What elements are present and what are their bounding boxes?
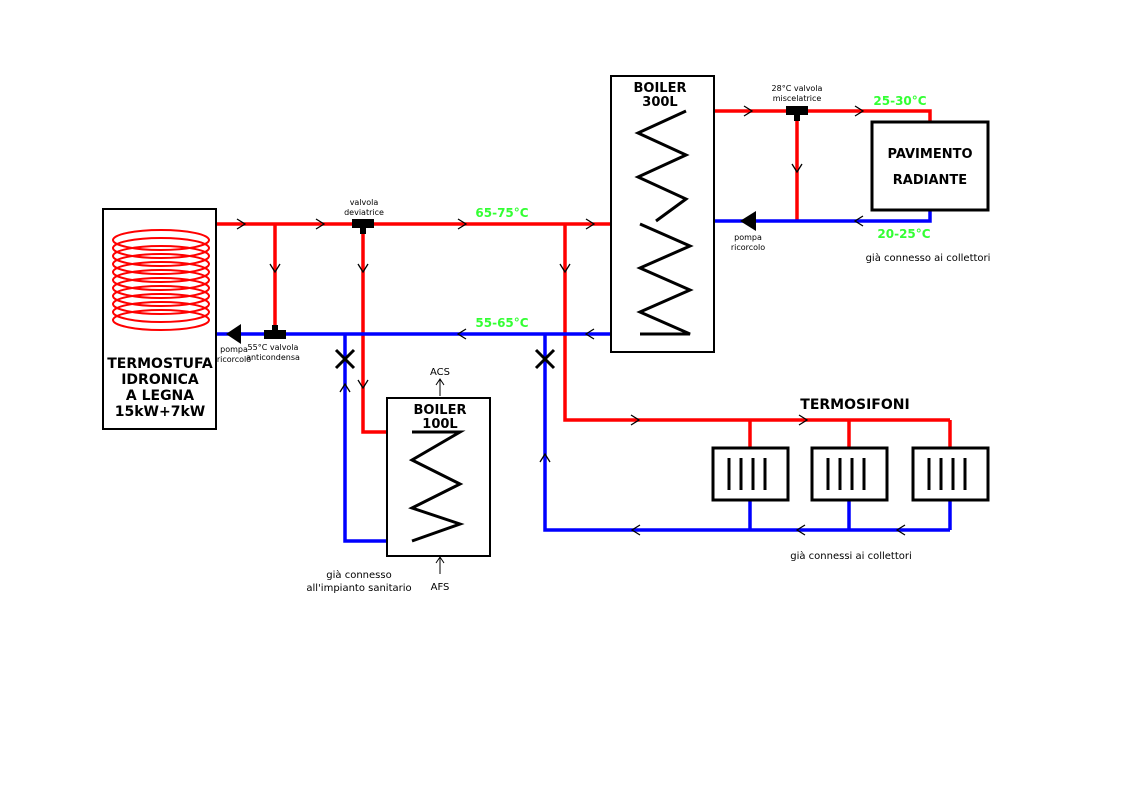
boiler100-label-1: BOILER bbox=[414, 403, 467, 418]
boiler300-label-1: BOILER bbox=[634, 81, 687, 96]
mixing-label-1: 28°C valvola bbox=[772, 84, 823, 93]
temp-floor-return: 20-25°C bbox=[877, 227, 930, 241]
radiators-supply-pipe bbox=[563, 224, 950, 422]
stove-coil-icon bbox=[112, 229, 210, 331]
floor-heating: PAVIMENTO RADIANTE bbox=[870, 120, 990, 212]
mixing-label-2: miscelatrice bbox=[773, 94, 822, 103]
diverter-label-2: deviatrice bbox=[344, 208, 384, 217]
acs-label: ACS bbox=[430, 367, 450, 378]
boiler300-label-2: 300L bbox=[642, 95, 677, 110]
floor-pump-icon bbox=[740, 211, 756, 231]
radiators-return-pipe bbox=[543, 334, 950, 532]
stove-label-4: 15kW+7kW bbox=[115, 404, 205, 420]
closed-valve-radiators bbox=[534, 348, 556, 370]
wood-stove: TERMOSTUFA IDRONICA A LEGNA 15kW+7kW bbox=[102, 208, 217, 430]
floor-label-2: RADIANTE bbox=[893, 173, 967, 188]
anticondensa-label-1: 55°C valvola bbox=[248, 343, 299, 352]
diverter-label-1: valvola bbox=[350, 198, 379, 207]
boiler300-upper-coil bbox=[634, 109, 690, 223]
cold-pipes bbox=[216, 210, 952, 543]
stove-label-3: A LEGNA bbox=[126, 388, 194, 404]
radiator-3 bbox=[911, 446, 990, 502]
boiler300-lower-coil bbox=[636, 222, 694, 336]
floor-pump-label-1: pompa bbox=[734, 233, 762, 242]
floor-label-1: PAVIMENTO bbox=[887, 147, 972, 162]
mixing-valve bbox=[786, 106, 808, 121]
anticondensa-label-2: anticondensa bbox=[246, 353, 300, 362]
boiler-100l: BOILER 100L bbox=[386, 397, 491, 557]
closed-valve-boiler100 bbox=[334, 348, 356, 370]
stove-pump-icon bbox=[226, 324, 241, 344]
radiator-2 bbox=[810, 446, 889, 502]
temp-floor-supply: 25-30°C bbox=[873, 94, 926, 108]
radiators-title: TERMOSIFONI bbox=[800, 397, 909, 413]
closed-valves bbox=[334, 348, 556, 370]
radiator-1 bbox=[711, 446, 790, 502]
boiler100-coil bbox=[408, 430, 466, 543]
sanitary-note-1: già connesso bbox=[326, 569, 391, 581]
boiler100-label-2: 100L bbox=[422, 417, 457, 432]
stove-label-2: IDRONICA bbox=[121, 372, 199, 388]
boiler-300l: BOILER 300L bbox=[610, 75, 715, 353]
diverter-valve bbox=[352, 219, 374, 234]
afs-label: AFS bbox=[431, 582, 450, 593]
radiators-connected-note: già connessi ai collettori bbox=[790, 550, 912, 562]
flow-arrows bbox=[236, 105, 906, 536]
temp-supply-main: 65-75°C bbox=[475, 206, 528, 220]
floor-pump-label-2: ricorcolo bbox=[731, 243, 765, 252]
temp-return-main: 55-65°C bbox=[475, 316, 528, 330]
stove-label-1: TERMOSTUFA bbox=[107, 356, 213, 372]
anticondensa-valve bbox=[264, 325, 286, 339]
stove-pump-label-2: ricorcolo bbox=[217, 355, 251, 364]
stove-pump-label-1: pompa bbox=[220, 345, 248, 354]
hot-pipes bbox=[216, 109, 952, 448]
floor-supply-pipe bbox=[686, 109, 932, 122]
sanitary-note-2: all'impianto sanitario bbox=[306, 583, 411, 594]
floor-connected-note: già connesso ai collettori bbox=[866, 252, 991, 264]
